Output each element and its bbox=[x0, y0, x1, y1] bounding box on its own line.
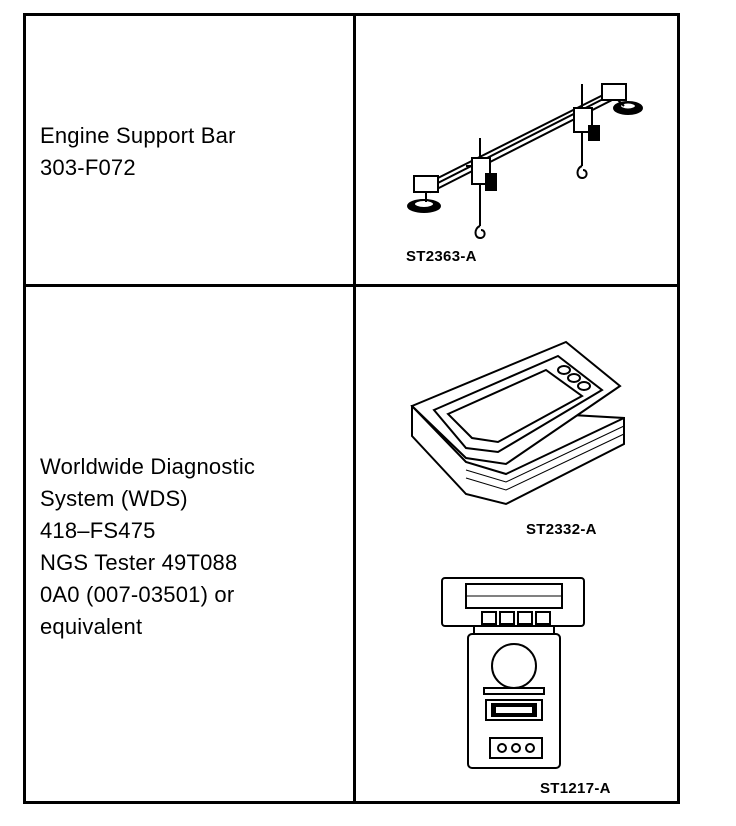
tool-description-engine-support-bar: Engine Support Bar 303-F072 bbox=[40, 120, 236, 184]
column-divider bbox=[353, 16, 356, 801]
illustration-caption: ST2363-A bbox=[406, 248, 477, 265]
diagnostic-tablet-icon bbox=[410, 340, 625, 506]
tool-description-line: equivalent bbox=[40, 614, 143, 639]
tool-description-line: 0A0 (007-03501) or bbox=[40, 582, 235, 607]
tool-description-line: 418–FS475 bbox=[40, 518, 156, 543]
row-divider bbox=[26, 284, 677, 287]
engine-support-bar-icon bbox=[407, 83, 643, 240]
tool-description-line: Worldwide Diagnostic bbox=[40, 454, 256, 479]
handheld-tester-icon bbox=[441, 577, 585, 769]
tool-description-line: System (WDS) bbox=[40, 486, 188, 511]
tool-description-wds: Worldwide Diagnostic System (WDS) 418–FS… bbox=[40, 451, 255, 643]
tool-number: 303-F072 bbox=[40, 155, 136, 180]
illustration-caption: ST1217-A bbox=[540, 780, 611, 797]
special-tools-table: Engine Support Bar 303-F072 bbox=[23, 13, 680, 804]
illustration-caption: ST2332-A bbox=[526, 521, 597, 538]
tool-name: Engine Support Bar bbox=[40, 123, 236, 148]
tool-description-line: NGS Tester 49T088 bbox=[40, 550, 238, 575]
